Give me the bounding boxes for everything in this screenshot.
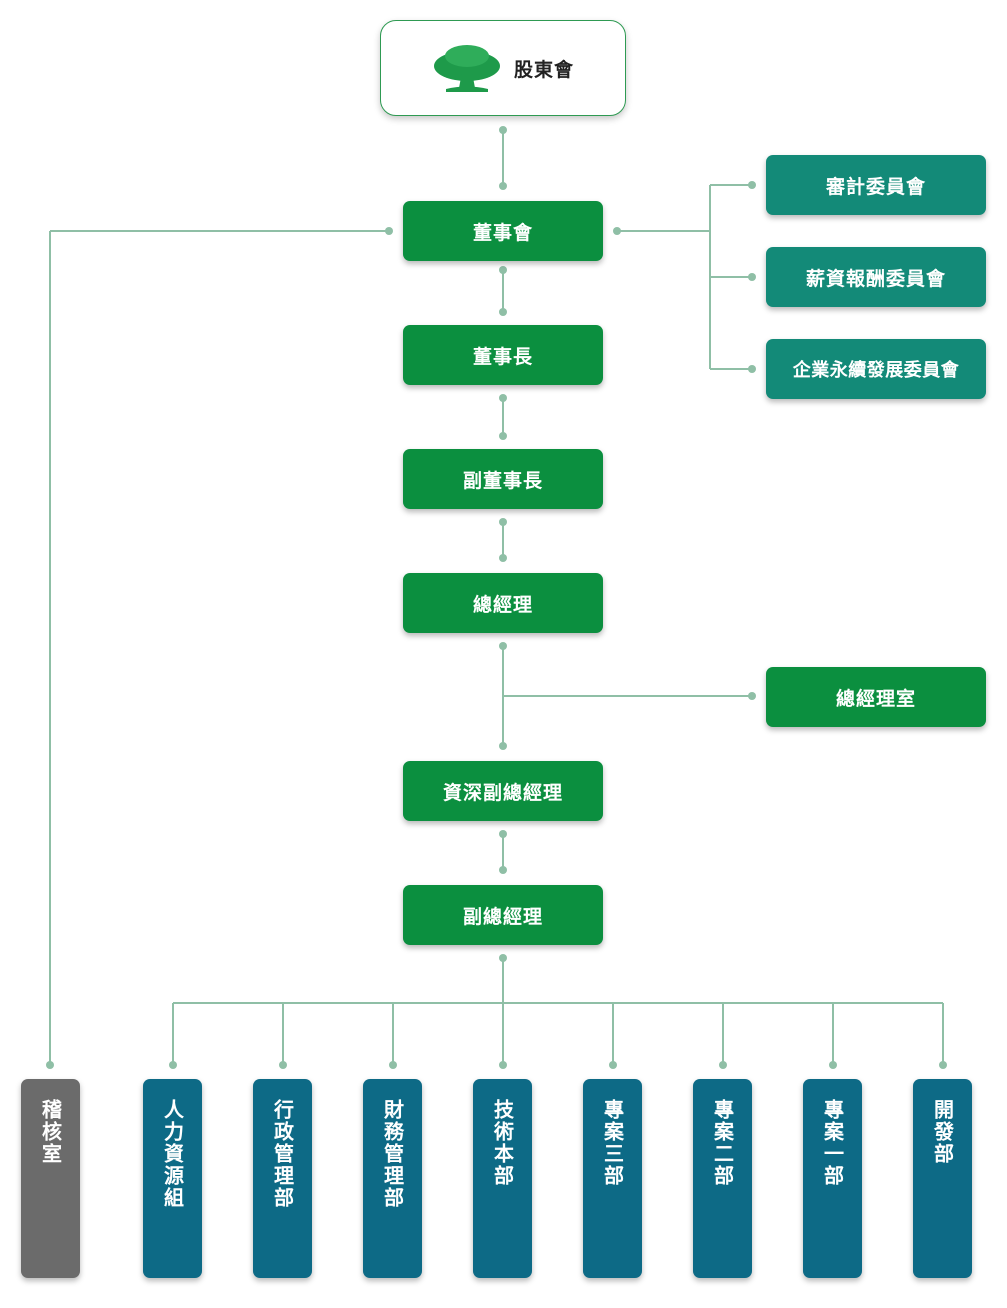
board-of-directors-node: 董事會 [403, 201, 603, 261]
department-label: 專案三部 [600, 1099, 625, 1187]
department-label: 行政管理部 [270, 1099, 295, 1209]
department-node: 人力資源組 [143, 1079, 202, 1278]
department-node: 財務管理部 [363, 1079, 422, 1278]
shareholders-node: 股東會 [380, 20, 626, 116]
board-of-directors-label: 董事會 [472, 221, 533, 244]
department-node: 專案二部 [693, 1079, 752, 1278]
shareholders-label: 股東會 [513, 58, 574, 81]
department-label: 專案二部 [710, 1099, 735, 1187]
chairman-label: 董事長 [472, 345, 533, 368]
department-label: 開發部 [930, 1099, 955, 1165]
senior-vp-node: 資深副總經理 [403, 761, 603, 821]
general-manager-node: 總經理 [403, 573, 603, 633]
vice-chairman-node: 副董事長 [403, 449, 603, 509]
department-node: 技術本部 [473, 1079, 532, 1278]
sustainability-committee-label: 企業永續發展委員會 [792, 360, 960, 381]
department-node: 專案三部 [583, 1079, 642, 1278]
audit-office-label: 稽核室 [38, 1099, 63, 1165]
audit-committee-node: 審計委員會 [766, 155, 986, 215]
department-label: 人力資源組 [160, 1099, 185, 1209]
department-node: 開發部 [913, 1079, 972, 1278]
department-node: 行政管理部 [253, 1079, 312, 1278]
senior-vp-label: 資深副總經理 [442, 781, 563, 804]
department-label: 技術本部 [490, 1099, 515, 1187]
department-node: 專案一部 [803, 1079, 862, 1278]
remuneration-committee-node: 薪資報酬委員會 [766, 247, 986, 307]
audit-committee-label: 審計委員會 [825, 175, 926, 198]
audit-office-node: 稽核室 [21, 1079, 80, 1278]
gm-office-label: 總經理室 [835, 687, 916, 710]
vice-chairman-label: 副董事長 [462, 469, 543, 492]
sustainability-committee-node: 企業永續發展委員會 [766, 339, 986, 399]
department-label: 財務管理部 [380, 1099, 405, 1209]
vice-president-label: 副總經理 [462, 905, 543, 928]
tree-logo-icon [433, 45, 500, 92]
general-manager-label: 總經理 [472, 593, 533, 616]
chairman-node: 董事長 [403, 325, 603, 385]
vice-president-node: 副總經理 [403, 885, 603, 945]
department-label: 專案一部 [820, 1099, 845, 1187]
gm-office-node: 總經理室 [766, 667, 986, 727]
remuneration-committee-label: 薪資報酬委員會 [805, 267, 946, 290]
